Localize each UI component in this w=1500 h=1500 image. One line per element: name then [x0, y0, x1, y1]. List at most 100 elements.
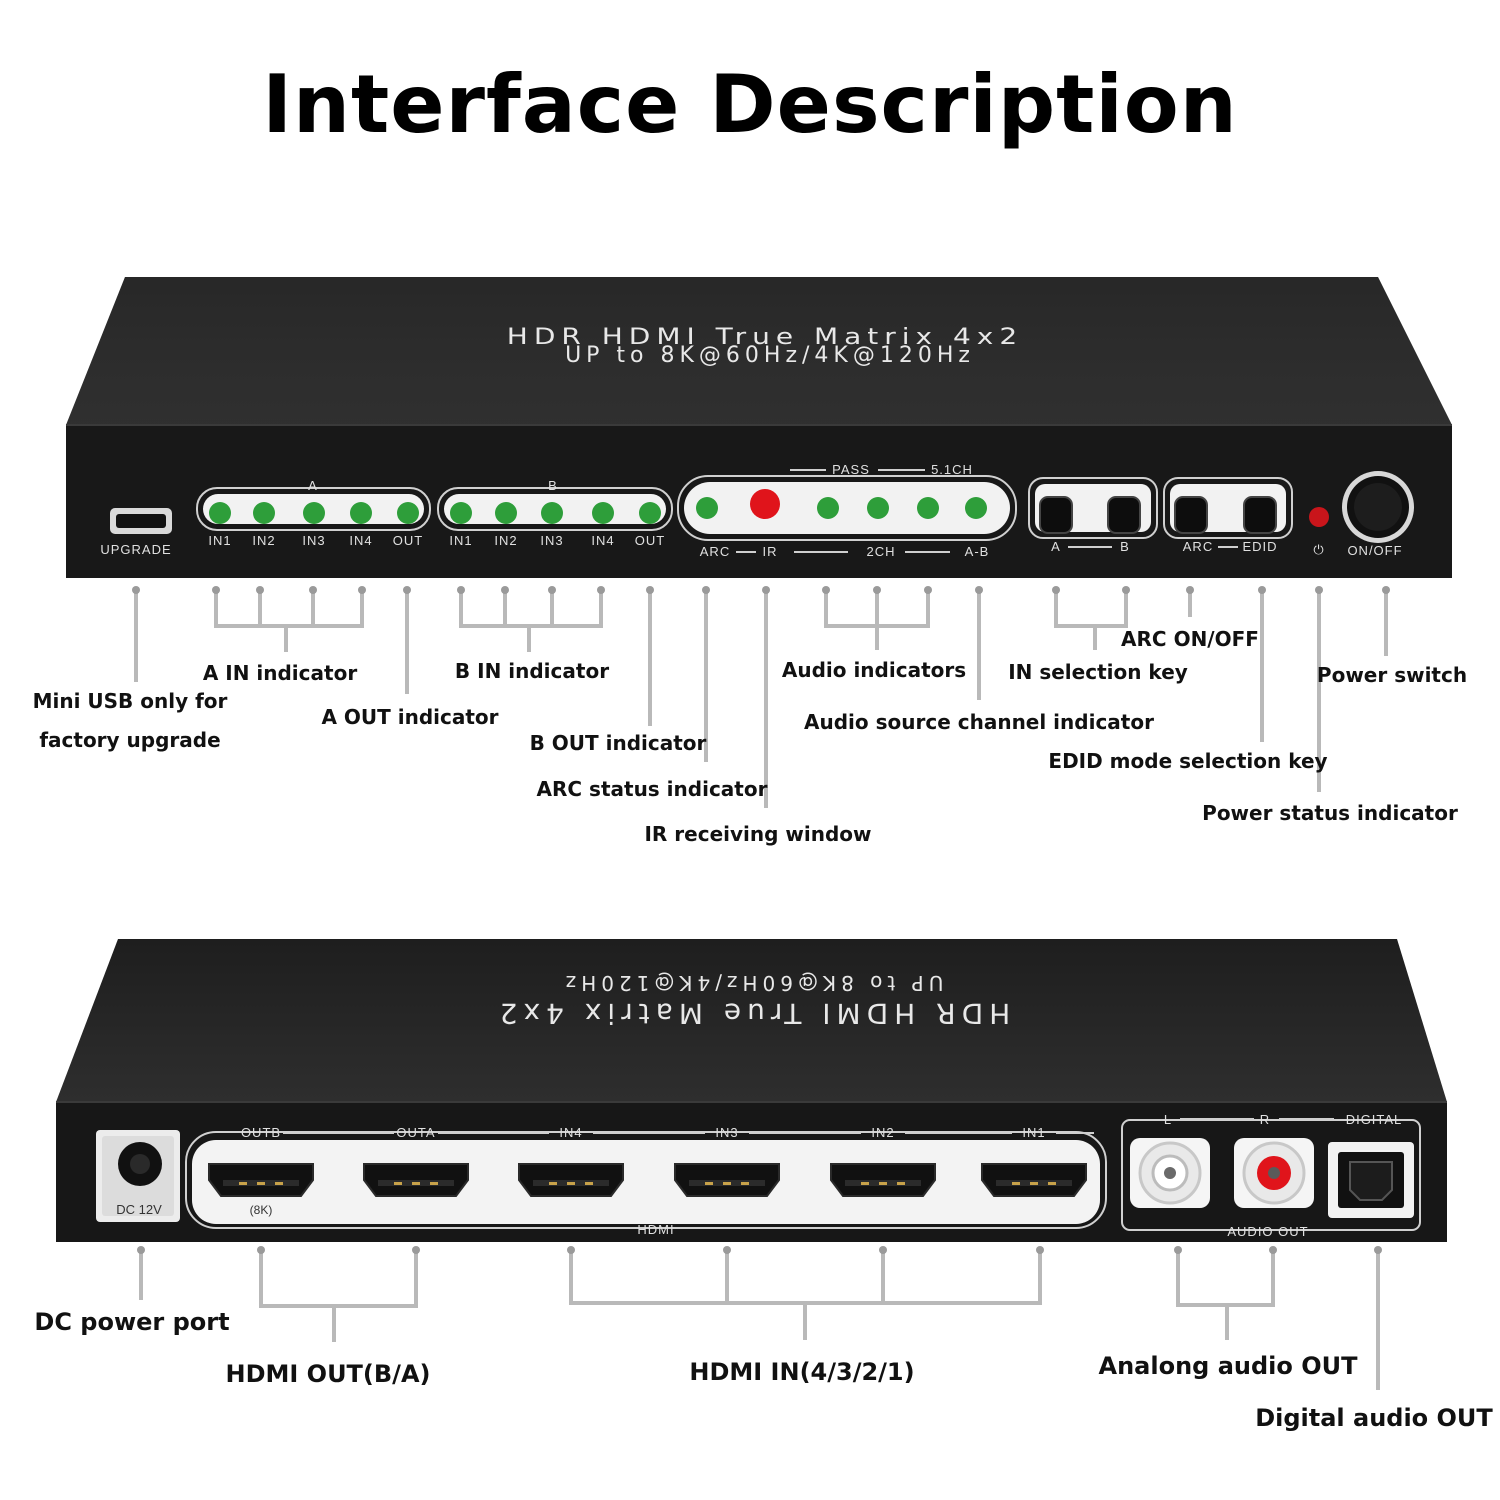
hdmi-8k-label: (8K) [250, 1203, 273, 1217]
group-a-label-out: OUT [393, 533, 423, 548]
analog-audio-left-jack [1130, 1138, 1210, 1208]
callout-arc-status: ARC status indicator [537, 777, 768, 801]
keys-ab-right: B [1120, 539, 1130, 554]
audio-out-frame [1121, 1119, 1421, 1231]
group-b-label-out: OUT [635, 533, 665, 548]
group-a-frame [196, 487, 431, 531]
group-a-led-in2 [253, 502, 275, 524]
power-symbol-icon: ⏻ [1313, 542, 1324, 557]
group-b-led-in4 [592, 502, 614, 524]
callout-audio-source: Audio source channel indicator [804, 710, 1154, 734]
audio-r-label: R [1260, 1112, 1270, 1127]
power-status-led [1309, 507, 1329, 527]
audio-top-pass: PASS [832, 462, 870, 477]
arc-status-led [696, 497, 718, 519]
hdmi-port-in1 [981, 1163, 1087, 1197]
callout-a-out: A OUT indicator [321, 705, 498, 729]
audio-top-51ch: 5.1CH [931, 462, 973, 477]
group-a-led-out [397, 502, 419, 524]
callout-ir-window: IR receiving window [644, 822, 871, 846]
audio-bottom-ir: IR [763, 544, 778, 559]
ir-receiver-window [750, 489, 780, 519]
in-select-key-b[interactable] [1107, 496, 1141, 534]
group-b-label-in3: IN3 [540, 533, 563, 548]
hdmi-port-in2 [830, 1163, 936, 1197]
in-keys-frame [1028, 477, 1158, 539]
callout-usb-line1: Mini USB only for [33, 689, 228, 713]
audio-led-1 [817, 497, 839, 519]
dc-label: DC 12V [116, 1202, 162, 1217]
group-a-led-in1 [209, 502, 231, 524]
group-b-led-in1 [450, 502, 472, 524]
keys-arc-right: EDID [1242, 539, 1277, 554]
audio-bottom-ab: A-B [965, 544, 990, 559]
hdmi-port-label-in3: IN3 [715, 1125, 738, 1140]
hdmi-port-label-in4: IN4 [559, 1125, 582, 1140]
callout-b-out: B OUT indicator [530, 731, 707, 755]
callout-hdmi-in: HDMI IN(4/3/2/1) [689, 1358, 914, 1386]
hdmi-port-outb [208, 1163, 314, 1197]
callout-dc: DC power port [34, 1308, 229, 1336]
hdmi-port-label-in2: IN2 [871, 1125, 894, 1140]
edid-mode-key[interactable] [1243, 496, 1277, 534]
dc-power-port [96, 1130, 180, 1222]
hdmi-port-outa [363, 1163, 469, 1197]
front-model-line2: UP to 8K@60Hz/4K@120Hz [565, 343, 975, 368]
audio-bottom-arc: ARC [700, 544, 730, 559]
arc-edid-keys-frame [1163, 477, 1293, 539]
in-select-key-a[interactable] [1039, 496, 1073, 534]
back-leader-dots [137, 1246, 1382, 1254]
hdmi-port-label-outa: OUTA [396, 1125, 435, 1140]
back-leaders [139, 1250, 1380, 1390]
hdmi-port-label-in1: IN1 [1022, 1125, 1045, 1140]
callout-audio-indicators: Audio indicators [782, 658, 966, 682]
callout-power-switch: Power switch [1317, 663, 1467, 687]
digital-label: DIGITAL [1346, 1112, 1403, 1127]
arc-onoff-key[interactable] [1174, 496, 1208, 534]
hdmi-port-label-outb: OUTB [241, 1125, 281, 1140]
front-model-line1: HDR HDMI True Matrix 4x2 [507, 323, 1023, 350]
power-switch-label: ON/OFF [1347, 543, 1402, 558]
audio-out-label: AUDIO OUT [1227, 1224, 1308, 1239]
mini-usb-port [110, 508, 172, 534]
analog-audio-right-jack [1234, 1138, 1314, 1208]
audio-l-label: L [1164, 1112, 1172, 1127]
audio-source-led [965, 497, 987, 519]
hdmi-label: HDMI [637, 1222, 674, 1237]
group-a-header: A [308, 478, 318, 493]
page-title: Interface Description [262, 58, 1238, 151]
audio-led-3 [917, 497, 939, 519]
callout-hdmi-out: HDMI OUT(B/A) [225, 1360, 430, 1388]
group-a-label-in4: IN4 [349, 533, 372, 548]
group-a-label-in3: IN3 [302, 533, 325, 548]
group-b-label-in2: IN2 [494, 533, 517, 548]
group-b-led-out [639, 502, 661, 524]
front-leader-dots [132, 586, 1390, 594]
usb-label: UPGRADE [100, 542, 171, 557]
group-b-header: B [548, 478, 558, 493]
audio-group-frame [677, 475, 1017, 541]
group-b-label-in1: IN1 [449, 533, 472, 548]
keys-ab-left: A [1051, 539, 1061, 554]
group-b-label-in4: IN4 [591, 533, 614, 548]
callout-edid: EDID mode selection key [1048, 749, 1327, 773]
callout-arc-onoff: ARC ON/OFF [1121, 627, 1259, 651]
callout-a-in: A IN indicator [203, 661, 358, 685]
callout-usb-line2: factory upgrade [39, 728, 220, 752]
group-a-led-in3 [303, 502, 325, 524]
back-model-line1: HDR HDMI True Matrix 4x2 [494, 997, 1011, 1030]
digital-optical-port [1328, 1142, 1414, 1218]
hdmi-port-in4 [518, 1163, 624, 1197]
callout-digital: Digital audio OUT [1255, 1404, 1493, 1432]
group-a-label-in1: IN1 [208, 533, 231, 548]
keys-arc-left: ARC [1183, 539, 1213, 554]
callout-b-in: B IN indicator [455, 659, 609, 683]
audio-bottom-2ch: 2CH [866, 544, 895, 559]
back-model-line2: UP to 8K@60Hz/4K@120Hz [561, 971, 944, 995]
callout-power-status: Power status indicator [1202, 801, 1458, 825]
group-b-frame [437, 487, 673, 531]
group-a-label-in2: IN2 [252, 533, 275, 548]
audio-led-2 [867, 497, 889, 519]
callout-analog: Analong audio OUT [1099, 1352, 1359, 1380]
group-a-led-in4 [350, 502, 372, 524]
